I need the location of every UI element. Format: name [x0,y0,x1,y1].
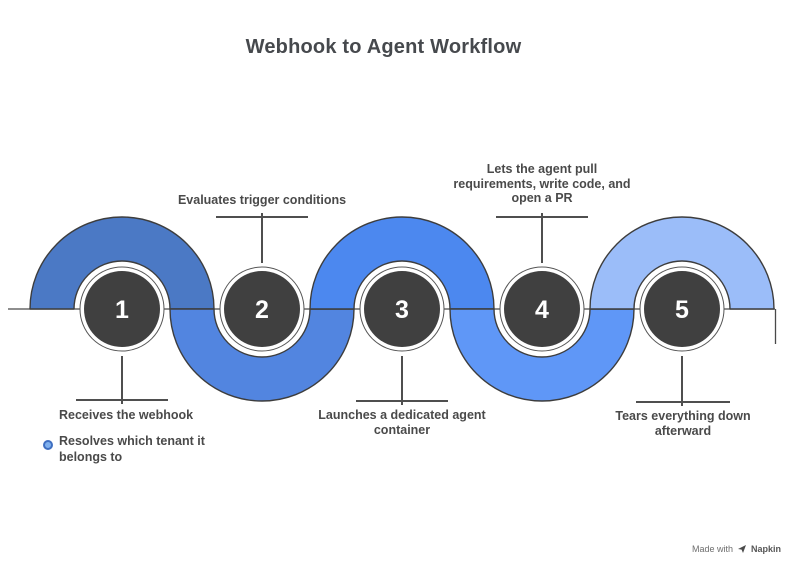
step-4-number: 4 [535,296,549,324]
arc-step-3 [309,216,495,310]
node-step-4: 4 [499,266,585,352]
diagram-title: Webhook to Agent Workflow [245,36,522,58]
step-4-label: Lets the agent pull requirements, write … [453,162,631,205]
step-1-number: 1 [115,296,129,324]
step-2-label: Evaluates trigger conditions [177,193,347,207]
step-1-label: Receives the webhook [59,408,194,422]
step-5-label: Tears everything down afterward [615,409,751,438]
napkin-logo-icon [737,545,746,553]
connector-step-5 [636,356,730,406]
connector-step-4 [496,213,588,263]
node-step-3: 3 [359,266,445,352]
watermark-brand-text: Napkin [750,544,781,554]
bullet-dot-icon [43,440,53,450]
connector-step-2 [216,213,308,263]
watermark-made-with-text: Made with [691,544,733,554]
step-5-number: 5 [675,296,689,324]
connector-step-1 [76,356,168,404]
arc-step-2 [169,308,355,402]
node-step-1: 1 [79,266,165,352]
arc-step-1 [29,216,215,310]
watermark: Made with Napkin [692,544,781,554]
step-3-label: Launches a dedicated agent container [318,408,486,437]
step-3-number: 3 [395,296,409,324]
step-2-number: 2 [255,296,269,324]
arc-step-4 [449,308,635,402]
node-step-2: 2 [219,266,305,352]
node-step-5: 5 [639,266,725,352]
connector-step-3 [356,356,448,405]
step-1-bullet-text: Resolves which tenant it belongs to [59,434,205,464]
arc-step-5 [589,216,775,310]
